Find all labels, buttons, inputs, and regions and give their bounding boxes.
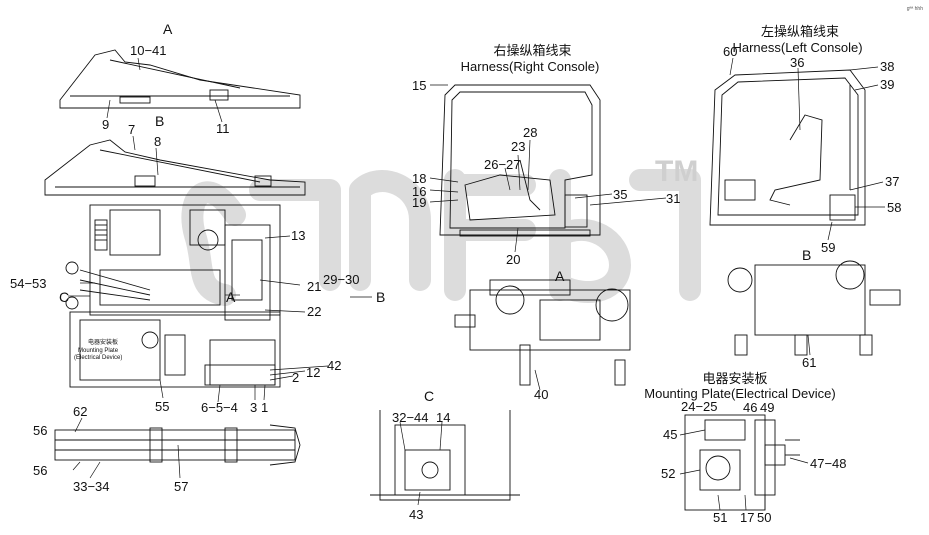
callout-62: 62: [73, 404, 88, 419]
frame-view-c: [370, 410, 520, 501]
view-letter-c-left: C: [59, 289, 70, 305]
mounting-small-cn: 电器安装板: [88, 340, 119, 346]
callout-12: 12: [306, 365, 321, 380]
callout-52: 52: [661, 466, 676, 481]
callout-28: 28: [523, 125, 538, 140]
callout-50: 50: [757, 510, 772, 525]
callout-39: 39: [880, 77, 895, 92]
left-console-cab: [709, 69, 866, 226]
left-console-title-cn: 左操纵箱线束: [760, 24, 839, 39]
callout-42: 42: [327, 358, 342, 373]
callout-37: 37: [885, 174, 900, 189]
callout-43: 43: [409, 507, 424, 522]
view-letter-b-engine: B: [802, 247, 812, 263]
callout-38: 38: [880, 59, 895, 74]
callout-32-44: 32−44: [392, 410, 429, 425]
machine-top-view: [65, 204, 281, 388]
callout-19: 19: [412, 195, 427, 210]
callout-14: 14: [436, 410, 451, 425]
callout-40: 40: [534, 387, 549, 402]
view-letter-b-top: B: [155, 113, 165, 129]
callout-46: 46: [743, 400, 758, 415]
callout-13: 13: [291, 228, 306, 243]
right-console-cab: [439, 84, 601, 237]
mounting-title-en: Mounting Plate(Electrical Device): [644, 386, 836, 401]
callout-3: 3: [250, 400, 258, 415]
mounting-small-en1: Mounting Plate: [78, 348, 119, 354]
callout-29-30: 29−30: [323, 272, 360, 287]
right-console-title-cn: 右操纵箱线束: [493, 43, 572, 58]
view-letter-c-bottom: C: [424, 388, 435, 404]
callout-47-48: 47−48: [810, 456, 847, 471]
callout-57: 57: [174, 479, 189, 494]
leader-lines: [72, 57, 885, 511]
callout-9: 9: [102, 117, 110, 132]
view-letter-a-engine: A: [555, 268, 565, 284]
callout-22: 22: [307, 304, 322, 319]
callout-7: 7: [128, 122, 136, 137]
view-letter-b-right: B: [376, 289, 386, 305]
callout-17: 17: [740, 510, 755, 525]
callout-61: 61: [802, 355, 817, 370]
view-arrows: [68, 294, 372, 298]
callout-36: 36: [790, 55, 805, 70]
boom-view-b: [44, 139, 306, 196]
callout-49: 49: [760, 400, 775, 415]
callout-51: 51: [713, 510, 728, 525]
callout-55: 55: [155, 399, 170, 414]
mounting-small-en2: (Electrical Device): [74, 355, 123, 361]
callout-21: 21: [307, 279, 322, 294]
callout-58: 58: [887, 200, 902, 215]
callout-33-34: 33−34: [73, 479, 110, 494]
callout-31: 31: [666, 191, 681, 206]
callout-6-5-4: 6−5−4: [201, 400, 238, 415]
callout-54-53: 54−53: [10, 276, 47, 291]
callout-26-27: 26−27: [484, 157, 521, 172]
callout-8: 8: [154, 134, 162, 149]
callout-35: 35: [613, 187, 628, 202]
mounting-plate: [684, 414, 800, 511]
callout-18: 18: [412, 171, 427, 186]
mounting-title-cn: 电器安装板: [702, 371, 768, 386]
left-console-title-en: Harness(Left Console): [732, 40, 863, 55]
callout-11: 11: [216, 121, 230, 136]
callout-1: 1: [261, 400, 269, 415]
corner-mark: gªª hhh: [906, 6, 923, 12]
callout-24-25: 24−25: [681, 399, 718, 414]
view-letter-a-top: A: [163, 21, 173, 37]
engine-view-a: [454, 279, 631, 386]
callout-56-upper: 56: [33, 423, 48, 438]
callout-16: 16: [412, 184, 427, 199]
callout-56-lower: 56: [33, 463, 48, 478]
callout-23: 23: [511, 139, 526, 154]
callout-10-41: 10−41: [130, 43, 167, 58]
view-letter-a-mid: A: [226, 289, 236, 305]
right-console-title-en: Harness(Right Console): [460, 59, 600, 74]
callout-20: 20: [506, 252, 521, 267]
callout-45: 45: [663, 427, 678, 442]
boom-bottom-view: [54, 424, 301, 466]
callout-59: 59: [821, 240, 836, 255]
engine-view-b: [727, 260, 901, 356]
watermark-tm: TM: [655, 155, 699, 188]
callout-2: 2: [292, 370, 300, 385]
callout-15: 15: [412, 78, 427, 93]
boom-view-a: [59, 49, 301, 109]
callout-60: 60: [723, 44, 738, 59]
